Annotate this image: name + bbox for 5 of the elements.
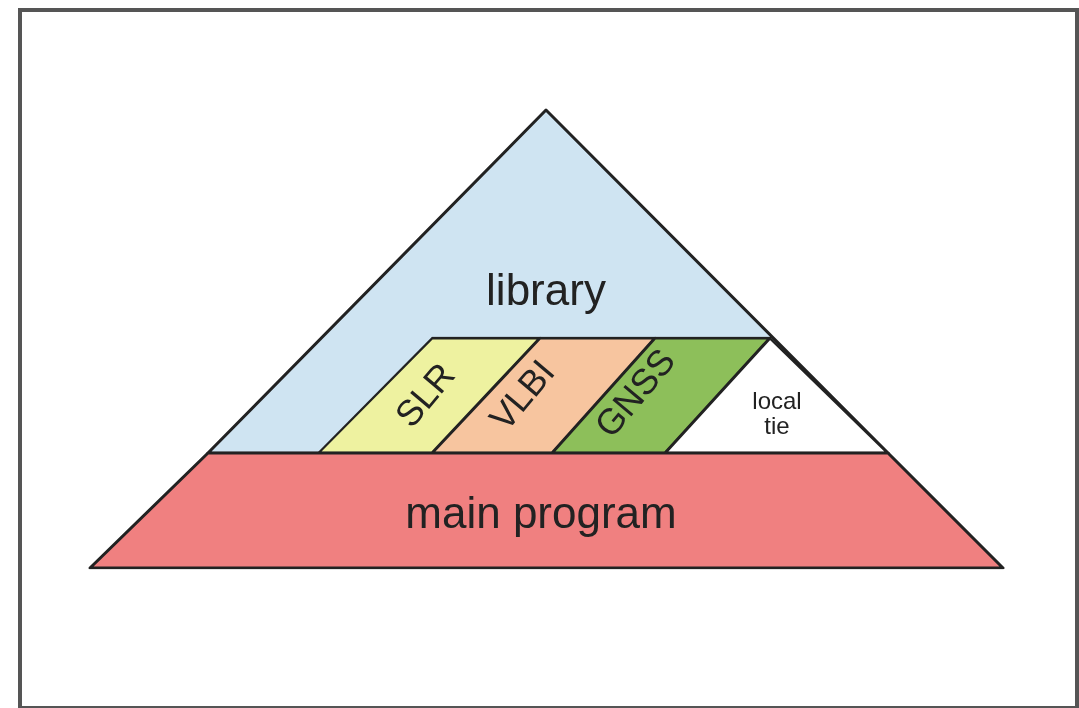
segment-label: library bbox=[485, 266, 607, 314]
pyramid-base-trapezoid bbox=[90, 453, 1003, 568]
segment-label: local tie bbox=[751, 387, 803, 439]
segment-label: main program bbox=[404, 489, 678, 537]
pyramid-top-triangle bbox=[208, 110, 888, 453]
